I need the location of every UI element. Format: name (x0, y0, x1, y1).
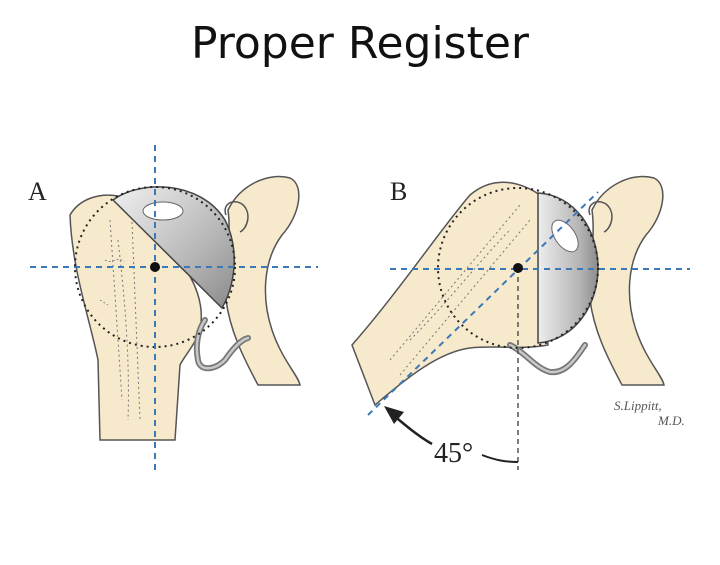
panel-b: B 45° S.Lippitt, M.D. (351, 175, 690, 470)
angle-arc (481, 454, 519, 463)
implant-highlight-a (142, 201, 184, 221)
cable-b-inner (508, 343, 587, 374)
stem-outline-a2 (99, 258, 125, 306)
panel-a: A (28, 145, 318, 470)
panel-a-label: A (28, 177, 47, 206)
signature-line1: S.Lippitt, (614, 398, 662, 413)
page-title: Proper Register (190, 18, 530, 69)
scapula-a (224, 175, 301, 386)
angle-label: 45° (434, 438, 473, 469)
panel-b-label: B (390, 177, 407, 206)
implant-head-a (111, 186, 235, 310)
stem-outline-a (109, 219, 141, 421)
stem-outline-b (389, 204, 531, 376)
oblique-axis-b (367, 191, 599, 416)
center-point-a (150, 262, 160, 272)
implant-highlight-b (551, 219, 579, 253)
center-point-b (513, 263, 523, 273)
coracoid-b (588, 201, 613, 233)
scapula-b (588, 175, 665, 386)
head-circle-b (437, 187, 599, 349)
cable-a-inner (195, 318, 250, 370)
signature-line2: M.D. (657, 413, 685, 428)
arrow-head-icon (384, 406, 404, 424)
head-circle-a (74, 186, 236, 348)
coracoid-a (224, 201, 249, 233)
